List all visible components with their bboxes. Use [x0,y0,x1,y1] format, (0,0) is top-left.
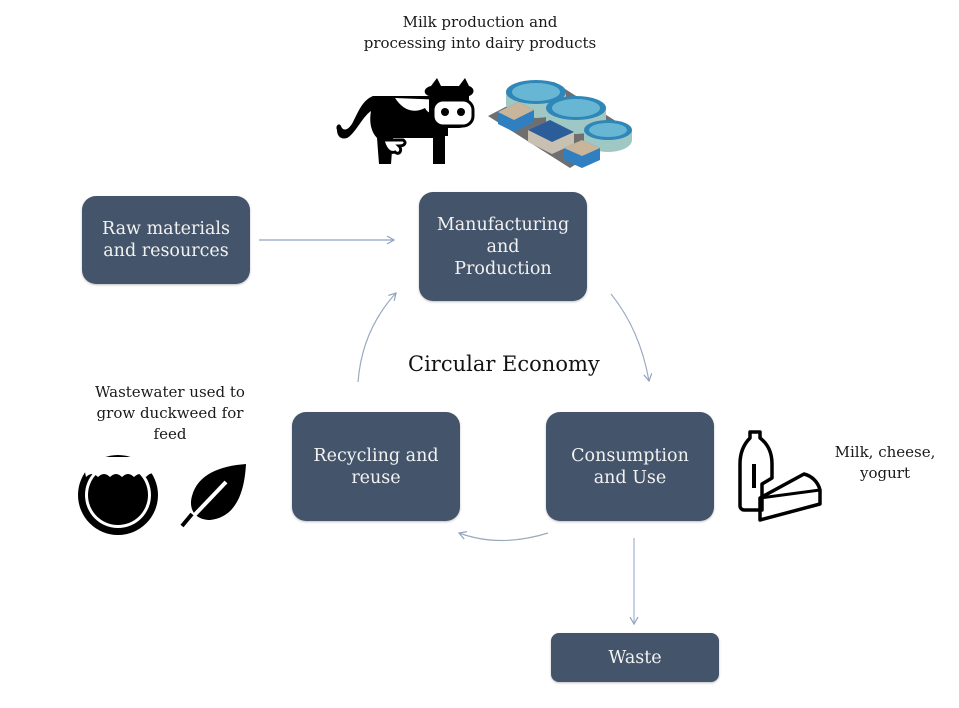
leaf-icon [180,464,246,528]
node-recycling-label: Recycling and reuse [313,445,438,489]
cheese-icon [758,472,822,522]
arrow-recycling-to-manufacturing [357,292,397,383]
node-consumption-line-2: and Use [593,467,667,488]
node-waste-label: Waste [608,647,662,668]
node-recycling: Recycling and reuse [292,412,460,521]
arrow-consumption-to-recycling [457,531,549,542]
node-manufacturing: Manufacturing and Production [419,192,587,301]
diagram-title: Circular Economy [408,352,600,376]
wastewater-label: Wastewater used to grow duckweed for fee… [80,382,260,445]
wastewater-line-2: grow duckweed for [96,404,244,422]
arrow-manufacturing-to-consumption [610,293,653,383]
node-consumption-label: Consumption and Use [571,445,689,489]
milk-production-line-1: Milk production and [402,13,558,31]
water-tank-icon [78,455,158,535]
dairy-products-line-1: Milk, cheese, [834,443,936,461]
milk-production-label: Milk production and processing into dair… [330,12,630,54]
node-raw-materials: Raw materials and resources [82,196,250,284]
treatment-plant-icon [488,80,632,168]
node-manufacturing-line-3: Production [454,258,552,279]
node-waste: Waste [551,633,719,682]
node-manufacturing-label: Manufacturing and Production [437,214,569,280]
milk-bottle-icon [738,430,774,512]
cow-icon [336,78,475,164]
dairy-products-line-2: yogurt [860,464,910,482]
milk-production-line-2: processing into dairy products [363,34,597,52]
node-consumption-line-1: Consumption [571,445,689,466]
node-manufacturing-line-2: and [486,236,520,257]
node-manufacturing-line-1: Manufacturing [436,214,570,235]
node-consumption: Consumption and Use [546,412,714,521]
wastewater-line-3: feed [153,425,187,443]
node-recycling-line-2: reuse [351,467,401,488]
node-raw-materials-label: Raw materials and resources [102,219,230,261]
wastewater-line-1: Wastewater used to [95,383,245,401]
dairy-products-label: Milk, cheese, yogurt [826,442,944,484]
node-recycling-line-1: Recycling and [313,445,439,466]
